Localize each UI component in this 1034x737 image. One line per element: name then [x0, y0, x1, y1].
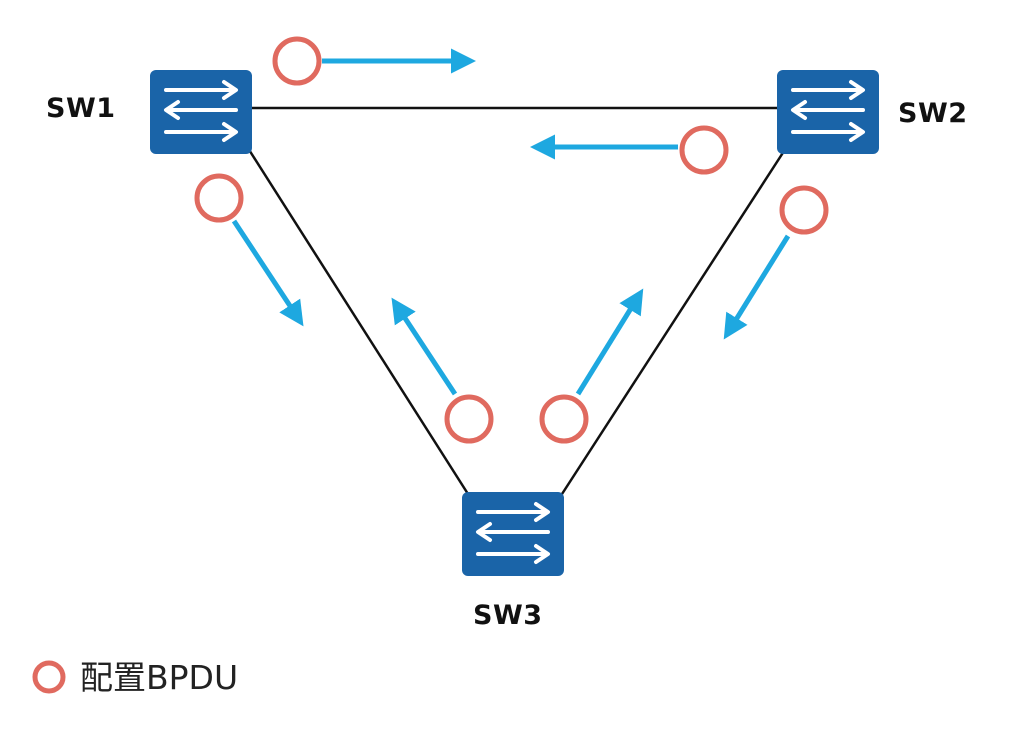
- switch-label-sw3: SW3: [473, 600, 543, 631]
- switch-sw1-icon: [148, 68, 254, 156]
- bpdu-circle-icon: [539, 394, 589, 444]
- bpdu-circle-icon: [272, 36, 322, 86]
- link-sw1-sw3: [244, 144, 470, 495]
- arrow-icon: [231, 219, 304, 327]
- bpdu-circle-icon: [194, 173, 244, 223]
- switch-label-sw2: SW2: [898, 98, 968, 129]
- bpdu-circle-icon: [679, 125, 729, 175]
- switch-sw2-icon: [775, 68, 881, 156]
- legend-label: 配置BPDU: [80, 657, 239, 697]
- arrow-icon: [391, 297, 458, 396]
- bpdu-legend-icon: [32, 660, 66, 694]
- link-sw2-sw3: [560, 147, 788, 495]
- switch-label-sw1: SW1: [46, 93, 116, 124]
- switch-sw3-icon: [460, 490, 566, 578]
- bpdu-circle-icon: [444, 394, 494, 444]
- legend: 配置BPDU: [32, 652, 238, 702]
- arrow-icon: [575, 288, 644, 396]
- arrow-icon: [723, 234, 791, 340]
- bpdu-circle-icon: [779, 185, 829, 235]
